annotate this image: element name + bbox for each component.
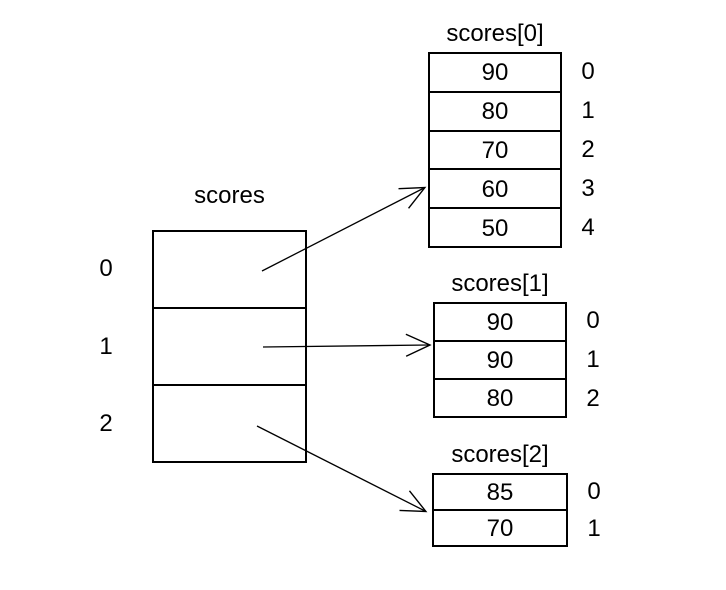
subarray-value-cell: 70 [430,132,560,171]
subarray-index-label: 1 [581,96,595,124]
main-array-index-label: 2 [99,410,113,438]
subarray-index-label: 4 [581,214,595,242]
subarray-value-cell: 60 [430,170,560,210]
main-array-cell-2 [154,386,305,461]
subarray-index-label: 0 [586,307,600,335]
subarray-value-cell: 70 [486,515,514,542]
subarray-value-cell: 50 [481,214,509,242]
subarray-value-cell: 80 [430,93,560,132]
subarray-index-label: 3 [581,175,595,203]
subarray-title-1: scores[1] [451,270,549,297]
subarray-index-label: 2 [581,136,595,163]
subarray-index-column-0: 0 1 2 3 4 [573,52,603,248]
main-array-index-label: 0 [99,254,113,282]
main-array-index-column: 0 1 2 [90,230,122,463]
subarray-value-cell: 90 [435,342,565,380]
subarray-value-cell: 85 [434,475,566,511]
main-array-cell-1 [154,309,305,386]
subarray-index-column-1: 0 1 2 [578,302,608,418]
subarray-index-label: 0 [581,57,595,85]
subarray-title-0: scores[0] [446,20,544,47]
main-array-index-label: 1 [99,332,113,360]
main-array-box [152,230,307,463]
subarray-index-label: 0 [587,477,601,505]
main-array-cell-0 [154,232,305,309]
subarray-value-cell: 90 [435,304,565,342]
subarray-index-label: 1 [587,514,601,542]
subarray-index-label: 1 [586,346,600,373]
subarray-index-label: 2 [586,384,600,412]
main-array-label: scores [194,182,265,209]
subarray-title-2: scores[2] [451,441,549,468]
subarray-value-cell: 90 [430,54,560,93]
subarray-value-cell: 80 [486,385,514,412]
